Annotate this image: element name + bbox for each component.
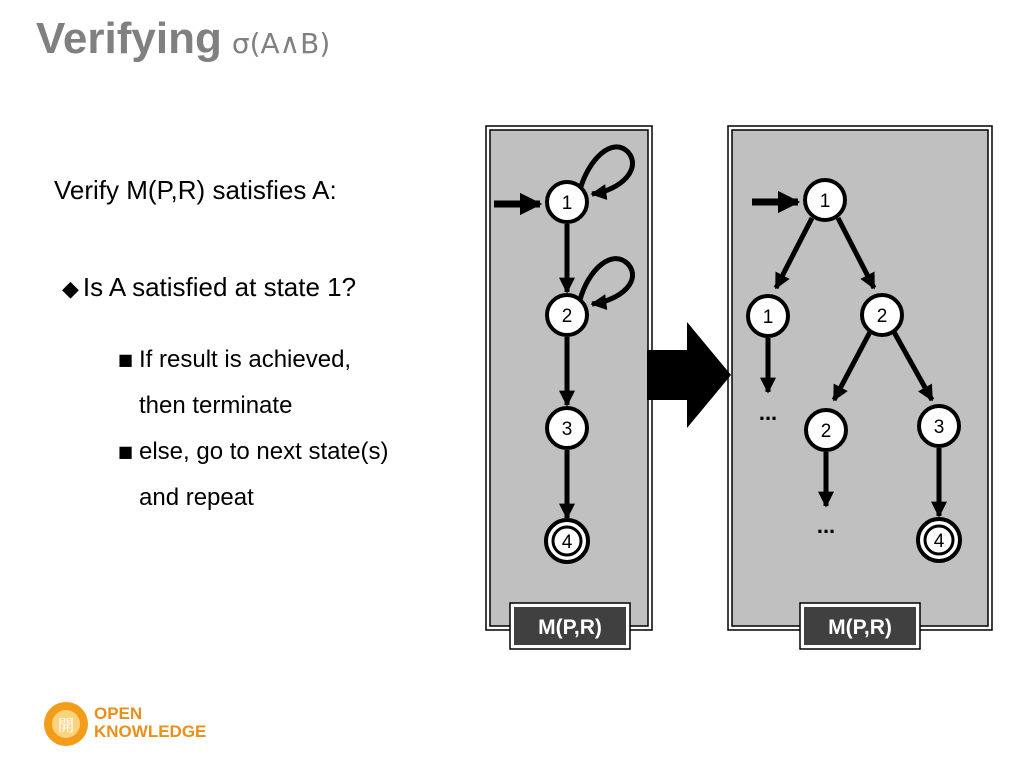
svg-text:2: 2 (877, 306, 888, 327)
svg-text:1: 1 (820, 191, 831, 212)
svg-text:M(P,R): M(P,R) (828, 616, 892, 639)
transform-arrow-icon (647, 322, 731, 428)
slide-title: Verifying σ(A∧B) (36, 14, 330, 74)
square-bullet-icon: ■ (118, 350, 134, 369)
svg-text:1: 1 (562, 193, 573, 214)
sub-item-1: ■ If result is achieved, (118, 337, 388, 383)
sub-bullet-list: ■ If result is achieved, then terminate … (118, 337, 388, 521)
left-edges (494, 144, 636, 520)
logo-line1: OPEN (94, 704, 143, 723)
left-panel-label: M(P,R) (509, 602, 631, 650)
open-knowledge-logo: 開 OPEN KNOWLEDGE (44, 702, 244, 748)
title-formula: σ(A∧B) (231, 27, 331, 60)
logo-line2: KNOWLEDGE (94, 722, 207, 741)
edge-r2-r3 (891, 330, 935, 402)
logo-glyph: 開 (58, 716, 74, 735)
ellipsis-2: ... (817, 513, 835, 538)
bullet-item: ◆Is A satisfied at state 1? (62, 272, 356, 303)
right-panel-label: M(P,R) (799, 602, 921, 650)
state-node-4-final: 4 (544, 518, 590, 564)
bullet-text: Is A satisfied at state 1? (82, 272, 357, 302)
diamond-bullet-icon: ◆ (62, 277, 79, 302)
svg-text:1: 1 (763, 307, 774, 328)
square-bullet-icon: ■ (118, 442, 134, 461)
edge-r1-r2 (835, 216, 877, 290)
sub-item-1-line1: If result is achieved, (139, 346, 352, 373)
title-text: Verifying (36, 14, 222, 63)
ellipsis-1: ... (759, 400, 777, 425)
logo-text: OPEN KNOWLEDGE (94, 705, 206, 741)
right-edges (752, 190, 948, 518)
svg-text:3: 3 (934, 417, 945, 438)
state-node-1: 1 (545, 180, 589, 224)
sub-item-2: ■ else, go to next state(s) (118, 429, 388, 475)
svg-text:2: 2 (562, 306, 573, 327)
tree-node-2: 2 (860, 293, 904, 337)
svg-text:M(P,R): M(P,R) (538, 616, 602, 639)
sub-item-2-line1: else, go to next state(s) (139, 438, 389, 465)
svg-text:3: 3 (562, 419, 573, 440)
tree-node-3: 3 (917, 404, 961, 448)
svg-text:4: 4 (934, 531, 945, 552)
right-nodes: 1 1 2 2 3 4 ... ... (746, 178, 962, 563)
tree-node-4-final: 4 (916, 517, 962, 563)
state-node-3: 3 (545, 406, 589, 450)
self-loop-2 (577, 256, 636, 311)
edge-r2-r2b (831, 330, 873, 402)
svg-text:2: 2 (821, 421, 832, 442)
sub-item-1-line2: then terminate (139, 392, 293, 419)
sub-item-2-line2: and repeat (139, 484, 254, 511)
tree-node-1: 1 (803, 178, 847, 222)
self-loop-1 (577, 144, 636, 201)
intro-text: Verify M(P,R) satisfies A: (54, 175, 337, 205)
svg-text:4: 4 (562, 532, 573, 553)
state-node-2: 2 (545, 293, 589, 337)
tree-node-2b: 2 (804, 408, 848, 452)
tree-node-1b: 1 (746, 294, 790, 338)
left-nodes: 1 2 3 4 (544, 180, 590, 564)
logo-circle-icon: 開 (44, 702, 88, 746)
edge-r1-r1b (773, 216, 815, 290)
